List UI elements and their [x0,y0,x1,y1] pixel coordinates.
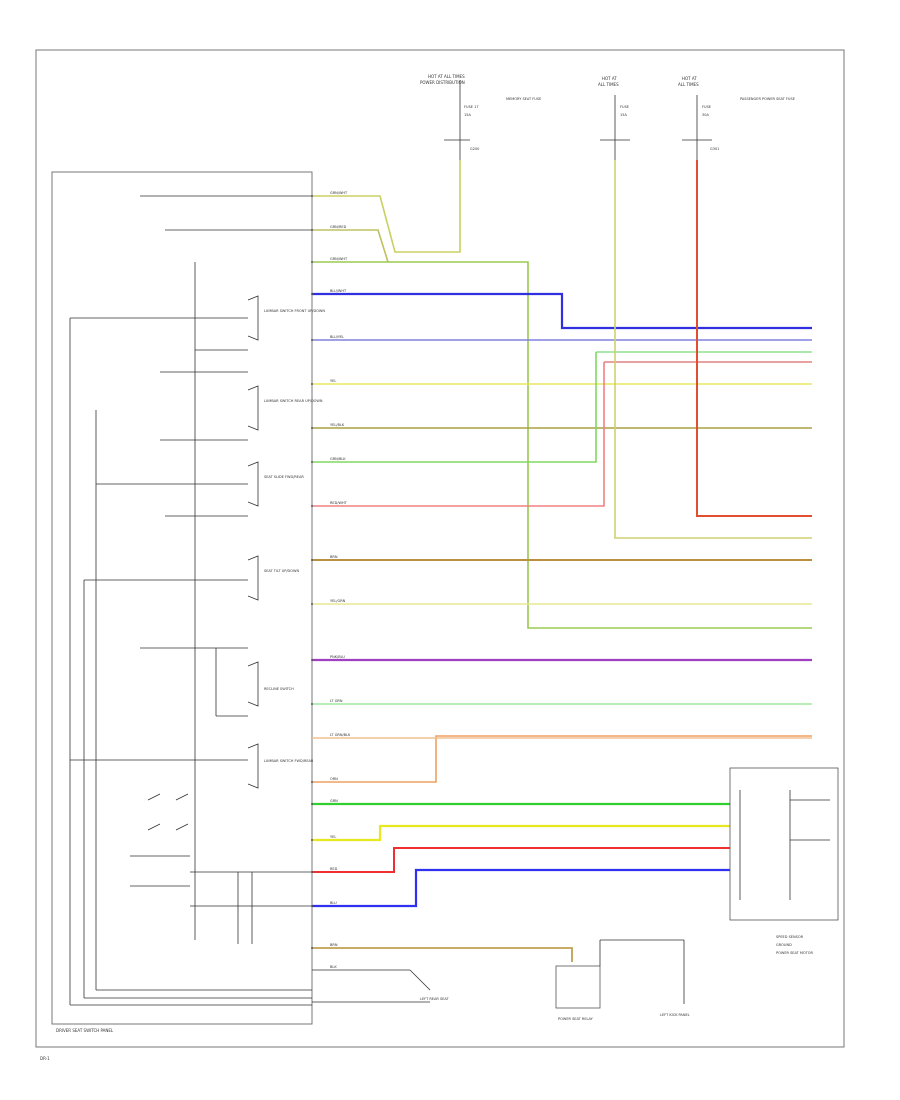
wire-fuse-mid [614,160,812,539]
ground-right-label: G301 [710,147,719,151]
wire-label: BLK [330,965,337,969]
wire-label: RED/WHT [330,501,348,505]
wire-label: BRN [330,943,338,947]
wire-blu-wht [312,292,812,330]
wire-label: LT GRN [330,699,343,703]
bottom-label-1: POWER SEAT RELAY [558,1017,594,1021]
footer-label: DRIVER SEAT SWITCH PANEL [56,1028,114,1033]
wire-label: GRN/BLK [330,457,346,461]
wire-orn [312,735,812,783]
wire-blu-bottom [312,868,730,908]
bottom-label-2: LEFT KICK PANEL [660,1013,690,1017]
switch-network [69,80,839,1009]
wire-label: PNK/BLU [330,655,345,659]
wire-label: YEL [330,835,336,839]
bottom-label-3: LEFT REAR SEAT [420,997,450,1001]
wire-label: LT GRN/BLK [330,733,351,737]
pin-markers [311,195,313,949]
switch-panel-box [51,171,313,1025]
switch-label-6: LUMBAR SWITCH FWD/REAR [264,759,314,763]
wire-label: GRN [330,799,338,803]
bottom-labels: POWER SEAT RELAY LEFT KICK PANEL LEFT RE… [420,997,690,1021]
wire-grn-blk [312,352,597,463]
wire-group [312,160,812,962]
fuse-mid-amp: 15A [620,113,627,117]
ground-left-label: G200 [470,147,479,151]
switch-label-2: LUMBAR SWITCH REAR UP/DOWN [264,399,323,403]
wire-label: GRN/WHT [330,257,348,261]
right-labels: SPEED SENSOR GROUND POWER SEAT MOTOR [776,935,814,955]
fuse-mid-labels: HOT AT ALL TIMES FUSE 15A [598,76,629,117]
fuse-right-sub: ALL TIMES [678,82,699,87]
wire-red-wht [312,362,605,507]
page-id: DR-1 [40,1056,50,1061]
wire-label: ORN [330,777,338,781]
wire-fuse-right [696,160,812,517]
wire-label-texts: GRN/WHT GRN/RED GRN/WHT BLU/WHT BLU/YEL … [330,191,351,969]
wire-red-bottom [312,847,730,873]
wire-label: BRN [330,555,338,559]
right-label-3: POWER SEAT MOTOR [776,951,814,955]
wire-brn-relay [312,947,573,962]
fuse-right-fuse: FUSE [702,105,711,109]
fuse-right-desc: PASSENGER POWER SEAT FUSE [740,97,795,101]
wire-label: YEL [330,379,336,383]
wire-label: BLU [330,901,337,905]
switch-labels: LUMBAR SWITCH FRONT UP/DOWN LUMBAR SWITC… [264,309,325,763]
wire-label: YEL/BLK [330,423,345,427]
fuse-right-amp: 30A [702,113,709,117]
fuse-left-amp: 15A [464,113,471,117]
switch-label-5: RECLINE SWITCH [264,687,294,691]
fuse-left-fuse: FUSE 17 [464,105,479,109]
wire-grn-wht-1 [312,160,461,253]
fuse-left-title2: POWER DISTRIBUTION [420,80,465,85]
wire-grn-wht-2 [312,261,812,629]
wire-label: RED [330,867,338,871]
wire-label: YEL/GRN [330,599,346,603]
wire-label: BLU/WHT [330,289,347,293]
fuse-right-labels: HOT AT ALL TIMES FUSE 30A PASSENGER POWE… [678,76,795,117]
wire-label: GRN/WHT [330,191,348,195]
fuse-left-title1: HOT AT ALL TIMES [428,74,465,79]
right-label-1: SPEED SENSOR [776,935,804,939]
wire-label: BLU/YEL [330,335,344,339]
fuse-left-labels: HOT AT ALL TIMES POWER DISTRIBUTION FUSE… [420,74,541,117]
wire-label: GRN/RED [330,225,347,229]
wire-grn-red [312,229,389,263]
page-frame [35,49,845,1048]
switch-label-3: SEAT SLIDE FWD/REAR [264,475,304,479]
fuse-mid-sub: ALL TIMES [598,82,619,87]
right-label-2: GROUND [776,943,792,947]
wire-yel-bottom [312,824,730,842]
fuse-right-title: HOT AT [682,76,697,81]
switch-label-1: LUMBAR SWITCH FRONT UP/DOWN [264,309,325,313]
switch-label-4: SEAT TILT UP/DOWN [264,569,299,573]
fuse-mid-title: HOT AT [602,76,617,81]
fuse-left-desc: MEMORY SEAT FUSE [506,97,541,101]
fuse-mid-fuse: FUSE [620,105,629,109]
